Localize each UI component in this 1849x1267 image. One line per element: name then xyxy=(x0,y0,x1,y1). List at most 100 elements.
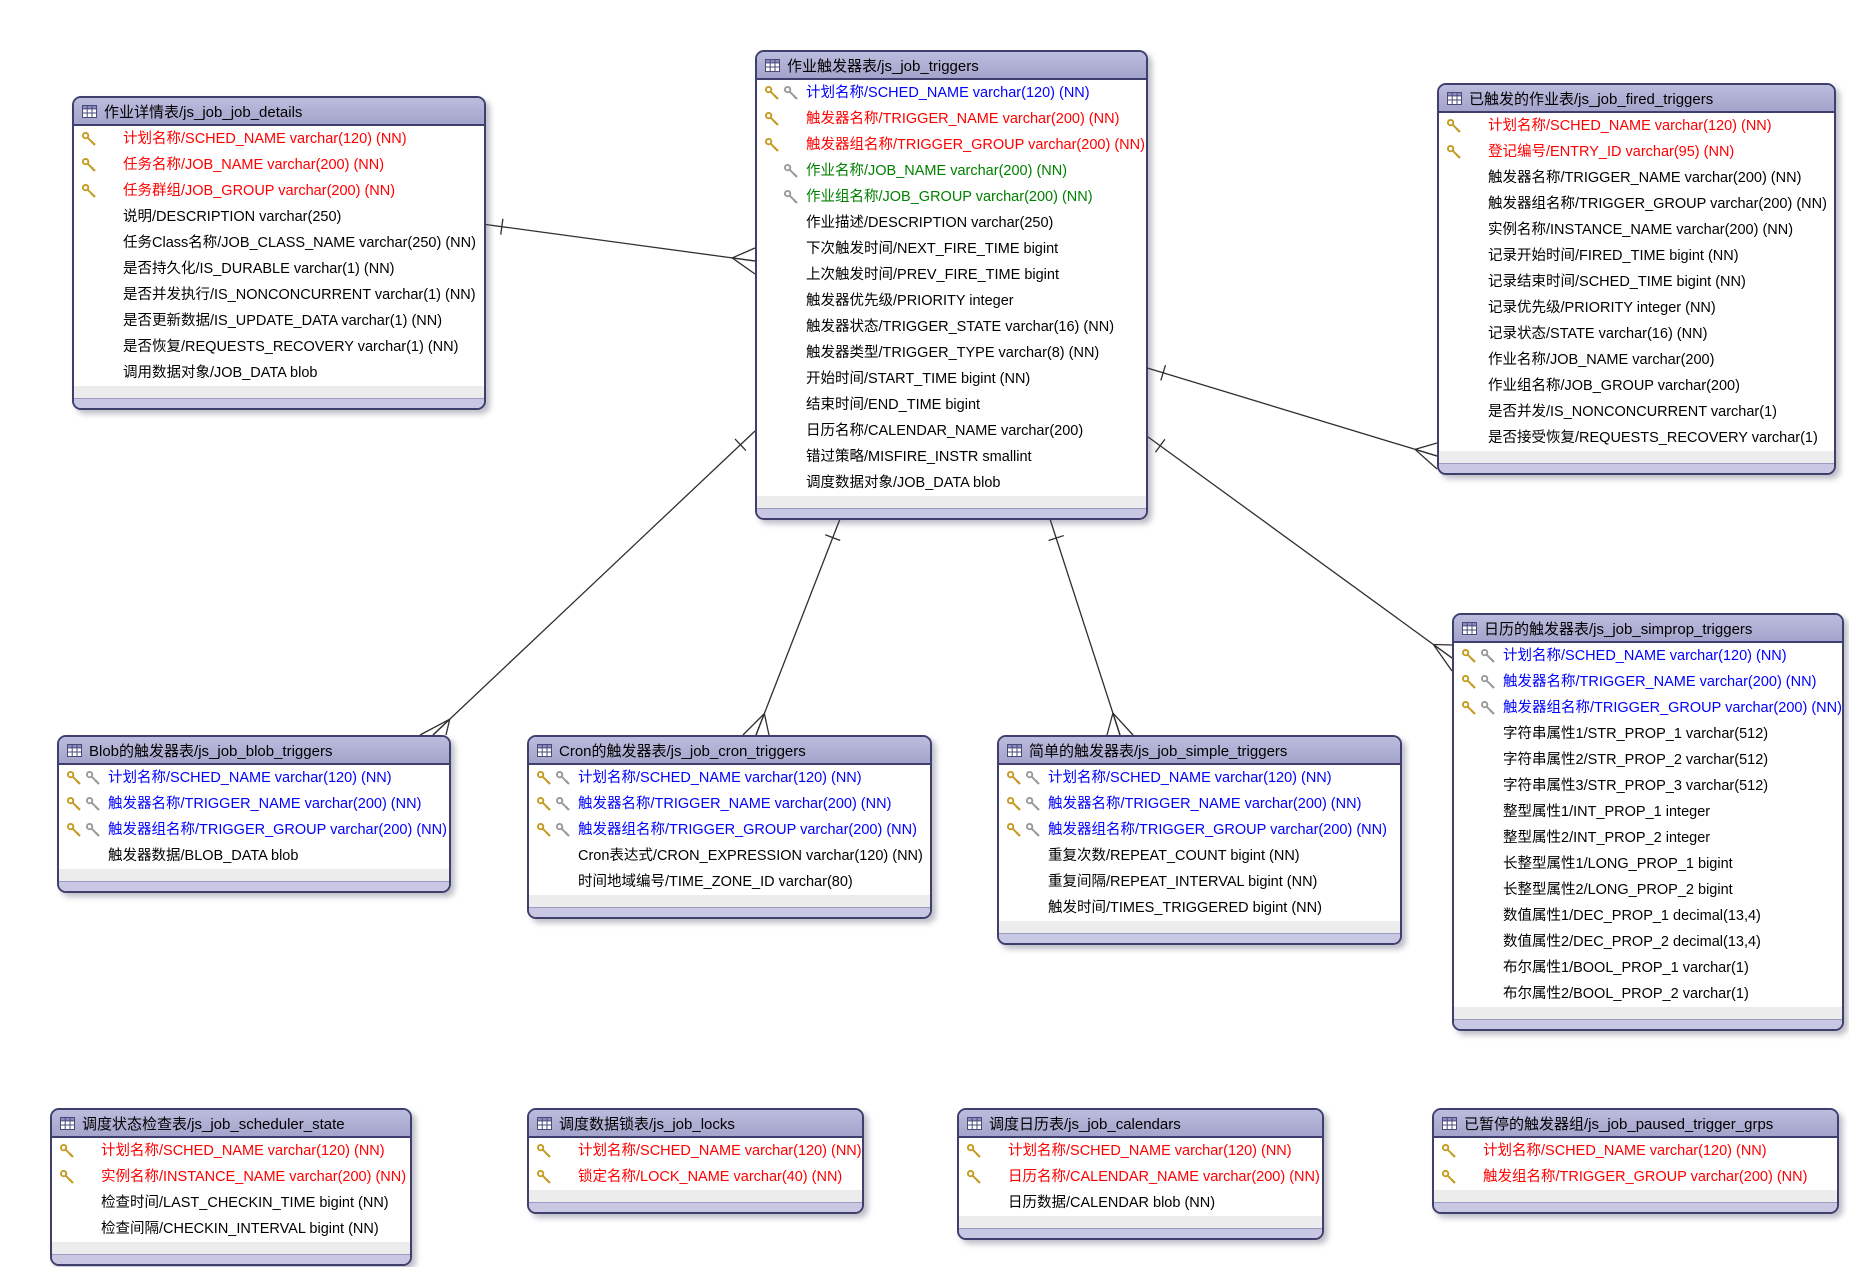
column-row[interactable]: 实例名称/INSTANCE_NAME varchar(200) (NN) xyxy=(52,1164,410,1190)
column-row[interactable]: 布尔属性2/BOOL_PROP_2 varchar(1) xyxy=(1454,981,1842,1007)
column-row[interactable]: 作业名称/JOB_NAME varchar(200) xyxy=(1439,347,1834,373)
table-header-job-details[interactable]: 作业详情表/js_job_job_details xyxy=(74,98,484,126)
column-row[interactable]: 触发时间/TIMES_TRIGGERED bigint (NN) xyxy=(999,895,1400,921)
column-row[interactable]: 触发器组名称/TRIGGER_GROUP varchar(200) (NN) xyxy=(999,817,1400,843)
column-row[interactable]: 数值属性1/DEC_PROP_1 decimal(13,4) xyxy=(1454,903,1842,929)
column-row[interactable]: 触发器组名称/TRIGGER_GROUP varchar(200) (NN) xyxy=(529,817,930,843)
column-row[interactable]: 计划名称/SCHED_NAME varchar(120) (NN) xyxy=(529,765,930,791)
column-row[interactable]: 计划名称/SCHED_NAME varchar(120) (NN) xyxy=(959,1138,1322,1164)
column-row[interactable]: 任务群组/JOB_GROUP varchar(200) (NN) xyxy=(74,178,484,204)
column-row[interactable]: 调度数据对象/JOB_DATA blob xyxy=(757,470,1146,496)
column-row[interactable]: 触发器名称/TRIGGER_NAME varchar(200) (NN) xyxy=(999,791,1400,817)
table-header-fired-triggers[interactable]: 已触发的作业表/js_job_fired_triggers xyxy=(1439,85,1834,113)
column-row[interactable]: 计划名称/SCHED_NAME varchar(120) (NN) xyxy=(757,80,1146,106)
column-row[interactable]: 是否接受恢复/REQUESTS_RECOVERY varchar(1) xyxy=(1439,425,1834,451)
table-header-simple-triggers[interactable]: 简单的触发器表/js_job_simple_triggers xyxy=(999,737,1400,765)
column-row[interactable]: 触发器组名称/TRIGGER_GROUP varchar(200) (NN) xyxy=(59,817,449,843)
column-row[interactable]: 整型属性1/INT_PROP_1 integer xyxy=(1454,799,1842,825)
column-row[interactable]: 是否并发/IS_NONCONCURRENT varchar(1) xyxy=(1439,399,1834,425)
column-row[interactable]: 长整型属性1/LONG_PROP_1 bigint xyxy=(1454,851,1842,877)
column-row[interactable]: 计划名称/SCHED_NAME varchar(120) (NN) xyxy=(1454,643,1842,669)
column-row[interactable]: 计划名称/SCHED_NAME varchar(120) (NN) xyxy=(59,765,449,791)
column-row[interactable]: 检查时间/LAST_CHECKIN_TIME bigint (NN) xyxy=(52,1190,410,1216)
column-row[interactable]: 日历名称/CALENDAR_NAME varchar(200) xyxy=(757,418,1146,444)
column-row[interactable]: Cron表达式/CRON_EXPRESSION varchar(120) (NN… xyxy=(529,843,930,869)
table-header-cron-triggers[interactable]: Cron的触发器表/js_job_cron_triggers xyxy=(529,737,930,765)
column-row[interactable]: 重复间隔/REPEAT_INTERVAL bigint (NN) xyxy=(999,869,1400,895)
table-header-blob-triggers[interactable]: Blob的触发器表/js_job_blob_triggers xyxy=(59,737,449,765)
column-row[interactable]: 触发器名称/TRIGGER_NAME varchar(200) (NN) xyxy=(757,106,1146,132)
column-row[interactable]: 字符串属性2/STR_PROP_2 varchar(512) xyxy=(1454,747,1842,773)
column-row[interactable]: 下次触发时间/NEXT_FIRE_TIME bigint xyxy=(757,236,1146,262)
column-row[interactable]: 记录优先级/PRIORITY integer (NN) xyxy=(1439,295,1834,321)
column-row[interactable]: 作业组名称/JOB_GROUP varchar(200) (NN) xyxy=(757,184,1146,210)
column-row[interactable]: 记录开始时间/FIRED_TIME bigint (NN) xyxy=(1439,243,1834,269)
column-row[interactable]: 触发器组名称/TRIGGER_GROUP varchar(200) (NN) xyxy=(1454,695,1842,721)
column-row[interactable]: 计划名称/SCHED_NAME varchar(120) (NN) xyxy=(999,765,1400,791)
column-row[interactable]: 整型属性2/INT_PROP_2 integer xyxy=(1454,825,1842,851)
column-row[interactable]: 上次触发时间/PREV_FIRE_TIME bigint xyxy=(757,262,1146,288)
column-row[interactable]: 作业描述/DESCRIPTION varchar(250) xyxy=(757,210,1146,236)
table-header-paused-trigger-grps[interactable]: 已暂停的触发器组/js_job_paused_trigger_grps xyxy=(1434,1110,1837,1138)
column-row[interactable]: 锁定名称/LOCK_NAME varchar(40) (NN) xyxy=(529,1164,862,1190)
column-row[interactable]: 记录结束时间/SCHED_TIME bigint (NN) xyxy=(1439,269,1834,295)
column-row[interactable]: 触发器数据/BLOB_DATA blob xyxy=(59,843,449,869)
column-row[interactable]: 触发器类型/TRIGGER_TYPE varchar(8) (NN) xyxy=(757,340,1146,366)
table-header-calendars[interactable]: 调度日历表/js_job_calendars xyxy=(959,1110,1322,1138)
column-row[interactable]: 长整型属性2/LONG_PROP_2 bigint xyxy=(1454,877,1842,903)
column-row[interactable]: 错过策略/MISFIRE_INSTR smallint xyxy=(757,444,1146,470)
column-row[interactable]: 触发器名称/TRIGGER_NAME varchar(200) (NN) xyxy=(1439,165,1834,191)
column-row[interactable]: 日历名称/CALENDAR_NAME varchar(200) (NN) xyxy=(959,1164,1322,1190)
column-row[interactable]: 任务名称/JOB_NAME varchar(200) (NN) xyxy=(74,152,484,178)
column-row[interactable]: 触发器优先级/PRIORITY integer xyxy=(757,288,1146,314)
column-row[interactable]: 触发器组名称/TRIGGER_GROUP varchar(200) (NN) xyxy=(757,132,1146,158)
column-row[interactable]: 开始时间/START_TIME bigint (NN) xyxy=(757,366,1146,392)
relation-triggers-to-fired[interactable] xyxy=(1143,364,1438,470)
column-row[interactable]: 是否恢复/REQUESTS_RECOVERY varchar(1) (NN) xyxy=(74,334,484,360)
column-row[interactable]: 实例名称/INSTANCE_NAME varchar(200) (NN) xyxy=(1439,217,1834,243)
column-row[interactable]: 结束时间/END_TIME bigint xyxy=(757,392,1146,418)
relation-triggers-to-simprop[interactable] xyxy=(1143,433,1453,672)
column-row[interactable]: 计划名称/SCHED_NAME varchar(120) (NN) xyxy=(529,1138,862,1164)
relation-triggers-to-simple[interactable] xyxy=(1048,518,1134,736)
column-row[interactable]: 触发器状态/TRIGGER_STATE varchar(16) (NN) xyxy=(757,314,1146,340)
column-row[interactable]: 计划名称/SCHED_NAME varchar(120) (NN) xyxy=(1439,113,1834,139)
table-header-triggers[interactable]: 作业触发器表/js_job_triggers xyxy=(757,52,1146,80)
column-row[interactable]: 触发器组名称/TRIGGER_GROUP varchar(200) (NN) xyxy=(1439,191,1834,217)
column-row[interactable]: 数值属性2/DEC_PROP_2 decimal(13,4) xyxy=(1454,929,1842,955)
column-row[interactable]: 作业名称/JOB_NAME varchar(200) (NN) xyxy=(757,158,1146,184)
column-row[interactable]: 调用数据对象/JOB_DATA blob xyxy=(74,360,484,386)
column-row[interactable]: 重复次数/REPEAT_COUNT bigint (NN) xyxy=(999,843,1400,869)
relation-triggers-to-blob[interactable] xyxy=(419,430,756,736)
column-row[interactable]: 触发器名称/TRIGGER_NAME varchar(200) (NN) xyxy=(529,791,930,817)
column-row[interactable]: 是否更新数据/IS_UPDATE_DATA varchar(1) (NN) xyxy=(74,308,484,334)
column-row[interactable]: 计划名称/SCHED_NAME varchar(120) (NN) xyxy=(52,1138,410,1164)
column-row[interactable]: 触发组名称/TRIGGER_GROUP varchar(200) (NN) xyxy=(1434,1164,1837,1190)
column-row[interactable]: 触发器名称/TRIGGER_NAME varchar(200) (NN) xyxy=(59,791,449,817)
column-row[interactable]: 是否持久化/IS_DURABLE varchar(1) (NN) xyxy=(74,256,484,282)
table-header-scheduler-state[interactable]: 调度状态检查表/js_job_scheduler_state xyxy=(52,1110,410,1138)
column-row[interactable]: 计划名称/SCHED_NAME varchar(120) (NN) xyxy=(1434,1138,1837,1164)
column-row[interactable]: 登记编号/ENTRY_ID varchar(95) (NN) xyxy=(1439,139,1834,165)
column-row[interactable]: 是否并发执行/IS_NONCONCURRENT varchar(1) (NN) xyxy=(74,282,484,308)
column-row[interactable]: 记录状态/STATE varchar(16) (NN) xyxy=(1439,321,1834,347)
column-row[interactable]: 作业组名称/JOB_GROUP varchar(200) xyxy=(1439,373,1834,399)
relation-job-details-to-triggers[interactable] xyxy=(481,218,756,275)
column-row[interactable]: 布尔属性1/BOOL_PROP_1 varchar(1) xyxy=(1454,955,1842,981)
column-row[interactable]: 检查间隔/CHECKIN_INTERVAL bigint (NN) xyxy=(52,1216,410,1242)
column-row[interactable]: 字符串属性1/STR_PROP_1 varchar(512) xyxy=(1454,721,1842,747)
column-row[interactable]: 任务Class名称/JOB_CLASS_NAME varchar(250) (N… xyxy=(74,230,484,256)
relation-triggers-to-cron[interactable] xyxy=(742,518,841,736)
column-row[interactable]: 计划名称/SCHED_NAME varchar(120) (NN) xyxy=(74,126,484,152)
column-row[interactable]: 日历数据/CALENDAR blob (NN) xyxy=(959,1190,1322,1216)
